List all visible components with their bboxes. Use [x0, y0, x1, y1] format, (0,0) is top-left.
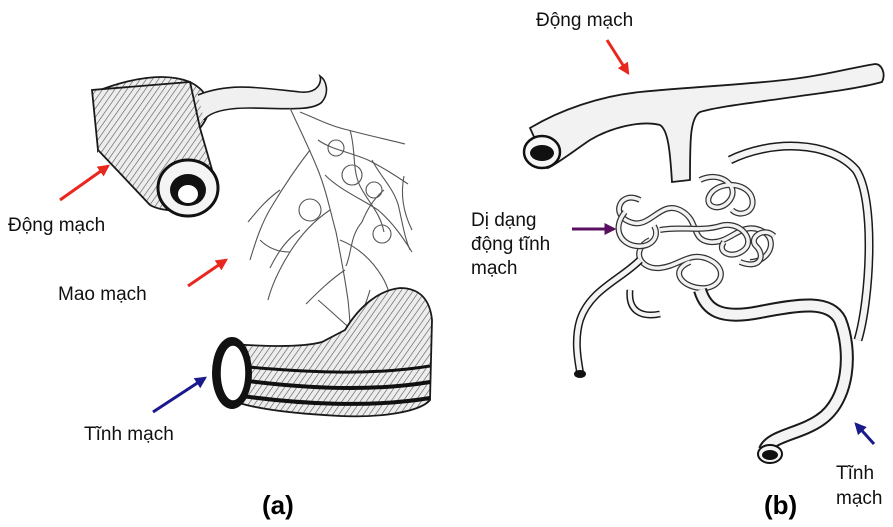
label-artery-b: Động mạch: [536, 10, 633, 32]
label-avm-line1: Dị dạng: [471, 210, 537, 232]
panel-b-drawing: [524, 40, 884, 463]
draining-veins: [574, 146, 869, 463]
avm-tangle: [619, 177, 774, 288]
label-vein-b-line1: Tĩnh: [836, 463, 874, 485]
panel-a-drawing: [60, 76, 432, 416]
panel-a-caption: (a): [262, 490, 294, 521]
artery-a: [92, 76, 326, 216]
label-avm-line3: mạch: [471, 258, 517, 280]
vein-arrow-a: [153, 378, 205, 412]
vein-a: [212, 288, 432, 416]
label-capillary-a: Mao mạch: [58, 284, 147, 306]
capillary-arrow-a: [188, 260, 226, 286]
label-artery-a: Động mạch: [8, 215, 105, 237]
label-vein-a: Tĩnh mạch: [84, 424, 174, 446]
vein-arrow-b: [856, 424, 874, 444]
label-avm-line2: động tĩnh: [471, 234, 550, 256]
label-vein-b-line2: mạch: [836, 488, 882, 510]
artery-arrow-a: [60, 166, 108, 200]
artery-b: [524, 64, 884, 182]
panel-b-caption: (b): [764, 490, 797, 521]
artery-arrow-b: [607, 40, 628, 73]
